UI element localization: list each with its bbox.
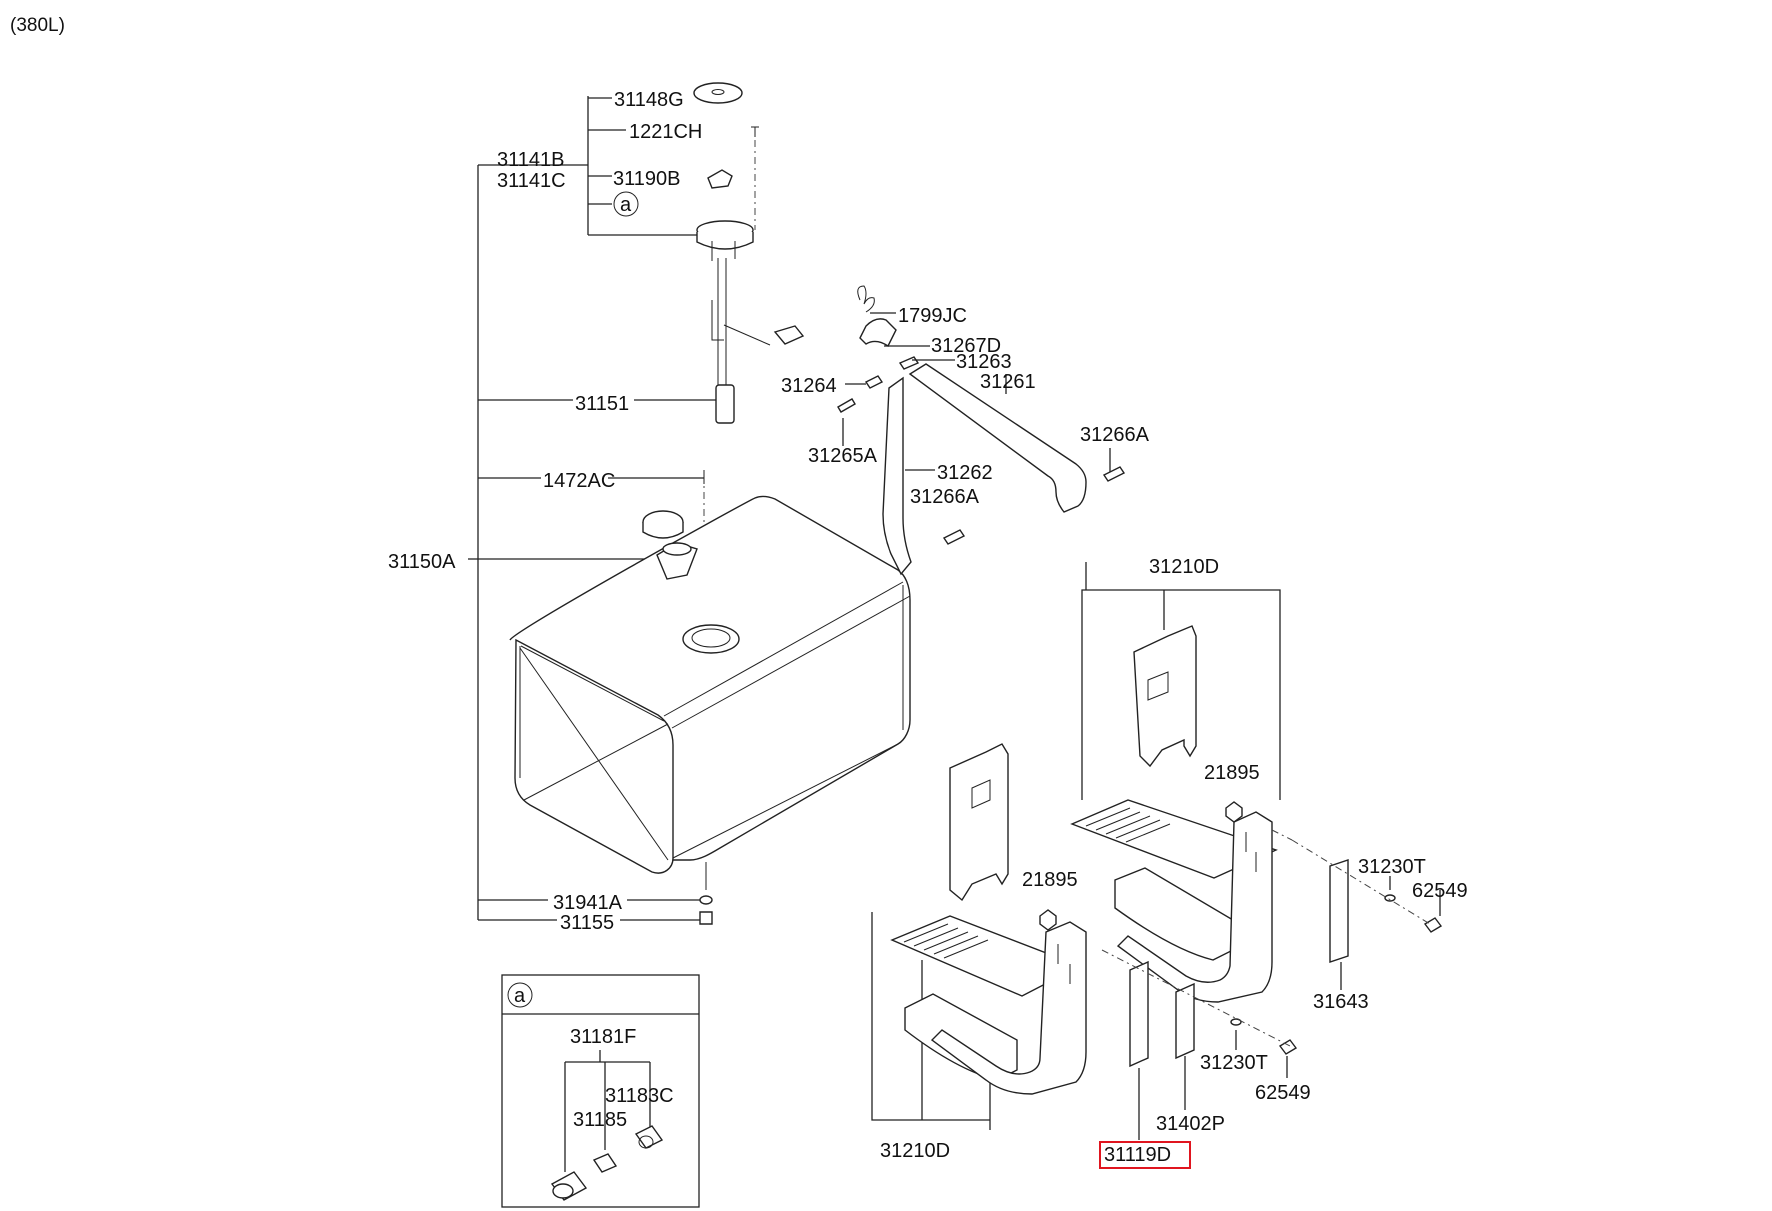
inset-box <box>501 974 700 1208</box>
label-31267D: 31267D <box>931 335 1001 357</box>
label-31941A: 31941A <box>553 892 623 914</box>
variant-label: (380L) <box>10 15 65 36</box>
part-labels: 31148G 1221CH 31141B 31141C 31190B a 179… <box>388 89 1468 1166</box>
label-ref-a: a <box>620 194 632 216</box>
label-21895-2: 21895 <box>1022 869 1078 891</box>
label-31262: 31262 <box>937 462 993 484</box>
label-31210D-bottom: 31210D <box>880 1140 950 1162</box>
step-assembly-upper <box>1070 562 1281 1003</box>
plates-and-bolts <box>1101 829 1443 1140</box>
inset-ref-a: a <box>514 985 526 1007</box>
label-31141B: 31141B <box>497 149 564 171</box>
label-31261: 31261 <box>980 371 1036 393</box>
label-1221CH: 1221CH <box>629 121 702 143</box>
label-31264: 31264 <box>781 375 837 397</box>
label-21895-1: 21895 <box>1204 762 1260 784</box>
label-31263: 31263 <box>956 351 1012 373</box>
label-31119D: 31119D <box>1104 1144 1171 1166</box>
label-62549-2: 62549 <box>1255 1082 1311 1104</box>
label-1799JC: 1799JC <box>898 305 967 327</box>
label-31230T-1: 31230T <box>1358 856 1426 878</box>
label-31185: 31185 <box>573 1109 627 1131</box>
label-31266A-2: 31266A <box>910 486 980 508</box>
step-assembly-lower <box>871 743 1087 1130</box>
highlight-box-31119D <box>1099 1141 1191 1169</box>
label-31141C: 31141C <box>497 170 566 192</box>
label-31402P: 31402P <box>1156 1113 1225 1135</box>
label-31230T-2: 31230T <box>1200 1052 1268 1074</box>
label-31181F: 31181F <box>570 1026 636 1048</box>
label-31265A: 31265A <box>808 445 878 467</box>
label-31183C: 31183C <box>605 1085 674 1107</box>
fuel-tank <box>509 495 911 925</box>
label-1472AC: 1472AC <box>543 470 615 492</box>
tank-straps <box>837 285 1126 576</box>
label-31150A: 31150A <box>388 551 456 573</box>
label-31643: 31643 <box>1313 991 1369 1013</box>
label-31151: 31151 <box>575 393 629 415</box>
label-31266A-1: 31266A <box>1080 424 1150 446</box>
label-31210D-top: 31210D <box>1149 556 1219 578</box>
label-31155: 31155 <box>560 912 614 934</box>
leader-lines-left <box>468 96 720 921</box>
label-62549-1: 62549 <box>1412 880 1468 902</box>
label-31190B: 31190B <box>613 168 680 190</box>
label-31148G: 31148G <box>614 89 684 111</box>
